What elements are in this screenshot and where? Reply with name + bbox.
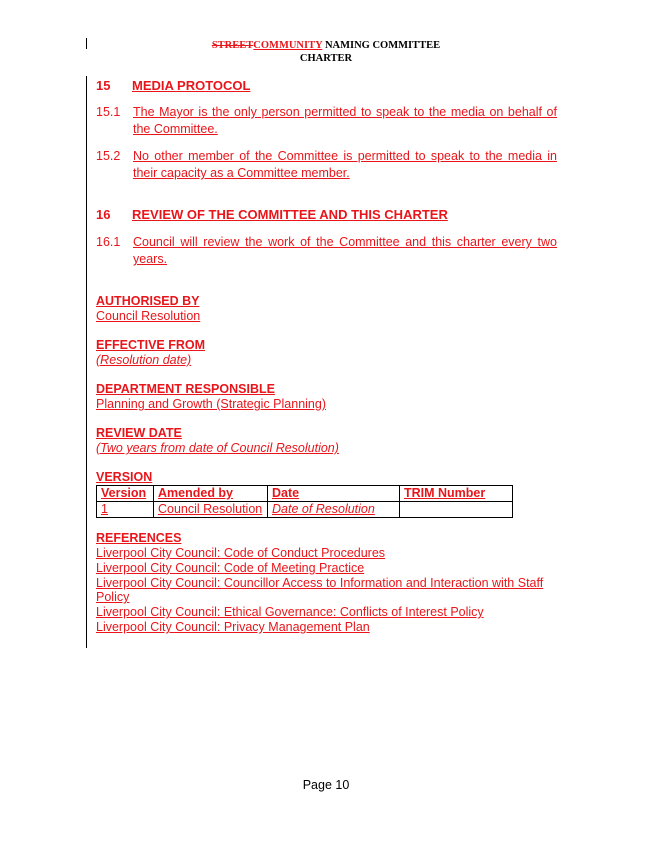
- clause-number: 16.1: [96, 235, 121, 249]
- reference-item: Liverpool City Council: Code of Conduct …: [96, 546, 386, 560]
- table-cell: [399, 501, 513, 518]
- review-date-label: REVIEW DATE: [96, 426, 182, 440]
- column-header: TRIM Number: [399, 485, 513, 502]
- clause: 15.2 No other member of the Committee is…: [96, 148, 557, 182]
- table-cell: Date of Resolution: [267, 501, 400, 518]
- references-list: Liverpool City Council: Code of Conduct …: [96, 546, 566, 635]
- clause-text: The Mayor is the only person permitted t…: [133, 105, 557, 136]
- section-heading: 15 MEDIA PROTOCOL: [96, 78, 250, 93]
- revision-bar: [86, 38, 87, 49]
- section-heading: 16 REVIEW OF THE COMMITTEE AND THIS CHART…: [96, 207, 448, 222]
- reference-item: Liverpool City Council: Privacy Manageme…: [96, 619, 370, 634]
- department-label: DEPARTMENT RESPONSIBLE: [96, 382, 275, 396]
- section-title: MEDIA PROTOCOL: [132, 78, 251, 93]
- column-header: Version: [96, 485, 154, 502]
- table-cell: Council Resolution: [153, 501, 268, 518]
- authorised-by-label: AUTHORISED BY: [96, 294, 200, 308]
- section-title: REVIEW OF THE COMMITTEE AND THIS CHARTER: [132, 207, 448, 222]
- header-title: NAMING COMMITTEE: [322, 40, 441, 51]
- document-header: STREETCOMMUNITY NAMING COMMITTEE CHARTER: [0, 39, 652, 65]
- version-label: VERSION: [96, 470, 153, 484]
- reference-item: Liverpool City Council: Ethical Governan…: [96, 605, 484, 620]
- authorised-by-value: Council Resolution: [96, 309, 201, 323]
- reference-item: Liverpool City Council: Councillor Acces…: [96, 575, 544, 605]
- table-header-row: Version Amended by Date TRIM Number: [96, 485, 513, 502]
- page-number: Page 10: [302, 778, 350, 792]
- clause: 15.1 The Mayor is the only person permit…: [96, 104, 557, 138]
- effective-from-value: (Resolution date): [96, 353, 192, 367]
- clause-text: Council will review the work of the Comm…: [133, 235, 557, 266]
- column-header: Date: [267, 485, 400, 502]
- clause-number: 15.2: [96, 149, 121, 163]
- header-subtitle: CHARTER: [299, 53, 353, 64]
- clause: 16.1 Council will review the work of the…: [96, 234, 557, 268]
- effective-from-label: EFFECTIVE FROM: [96, 338, 206, 352]
- review-date-value: (Two years from date of Council Resoluti…: [96, 441, 339, 455]
- revision-bar: [86, 76, 87, 648]
- references-label: REFERENCES: [96, 531, 182, 545]
- department-value: Planning and Growth (Strategic Planning): [96, 397, 326, 411]
- clause-text: No other member of the Committee is perm…: [133, 149, 557, 180]
- inserted-text: COMMUNITY: [253, 40, 323, 51]
- deleted-text: STREET: [211, 40, 254, 51]
- column-header: Amended by: [153, 485, 268, 502]
- section-number: 16: [96, 207, 111, 222]
- table-cell: 1: [96, 501, 154, 518]
- section-number: 15: [96, 78, 111, 93]
- table-row: 1 Council Resolution Date of Resolution: [96, 501, 513, 518]
- version-table: Version Amended by Date TRIM Number 1 Co…: [96, 485, 513, 518]
- reference-item: Liverpool City Council: Code of Meeting …: [96, 560, 365, 575]
- clause-number: 15.1: [96, 105, 121, 119]
